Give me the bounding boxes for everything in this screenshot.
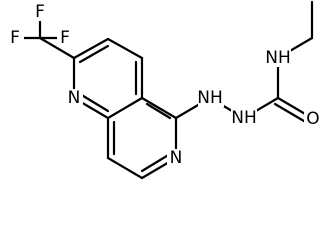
bond-c2-c3-inner: [78, 44, 110, 64]
bond-c3-c4: [106, 37, 144, 60]
bond-c4a-c5-inner: [145, 102, 172, 120]
atom-f-left: F: [10, 28, 20, 48]
bond-n6-c7-inner: [140, 152, 172, 173]
bond-c4a-c8a: [106, 96, 144, 120]
atom-labels: F F F N N NH NH NH O: [8, 2, 322, 168]
structure-drawing: F F F N N NH NH NH O: [8, 0, 322, 180]
bond-c8a-n1-inner: [78, 92, 110, 113]
atom-n1: N: [68, 88, 81, 108]
atom-nh-urea: NH: [265, 48, 291, 68]
bond-c7-c8: [106, 156, 144, 180]
atom-f-top: F: [35, 2, 45, 22]
atom-nh-hydrazine-a: NH: [197, 88, 223, 108]
atom-f-right: F: [60, 28, 70, 48]
atom-nh-hydrazine-b: NH: [231, 108, 257, 128]
bond-c4a-c5: [140, 96, 178, 120]
bond-cf3-ring: [38, 36, 76, 60]
atom-n6: N: [170, 148, 183, 168]
bond-carbonyl-o-second: [273, 102, 311, 126]
bond-c2-c3: [72, 37, 110, 60]
atom-o-carbonyl: O: [306, 109, 319, 129]
molecule-canvas: F F F N N NH NH NH O: [8, 0, 322, 180]
